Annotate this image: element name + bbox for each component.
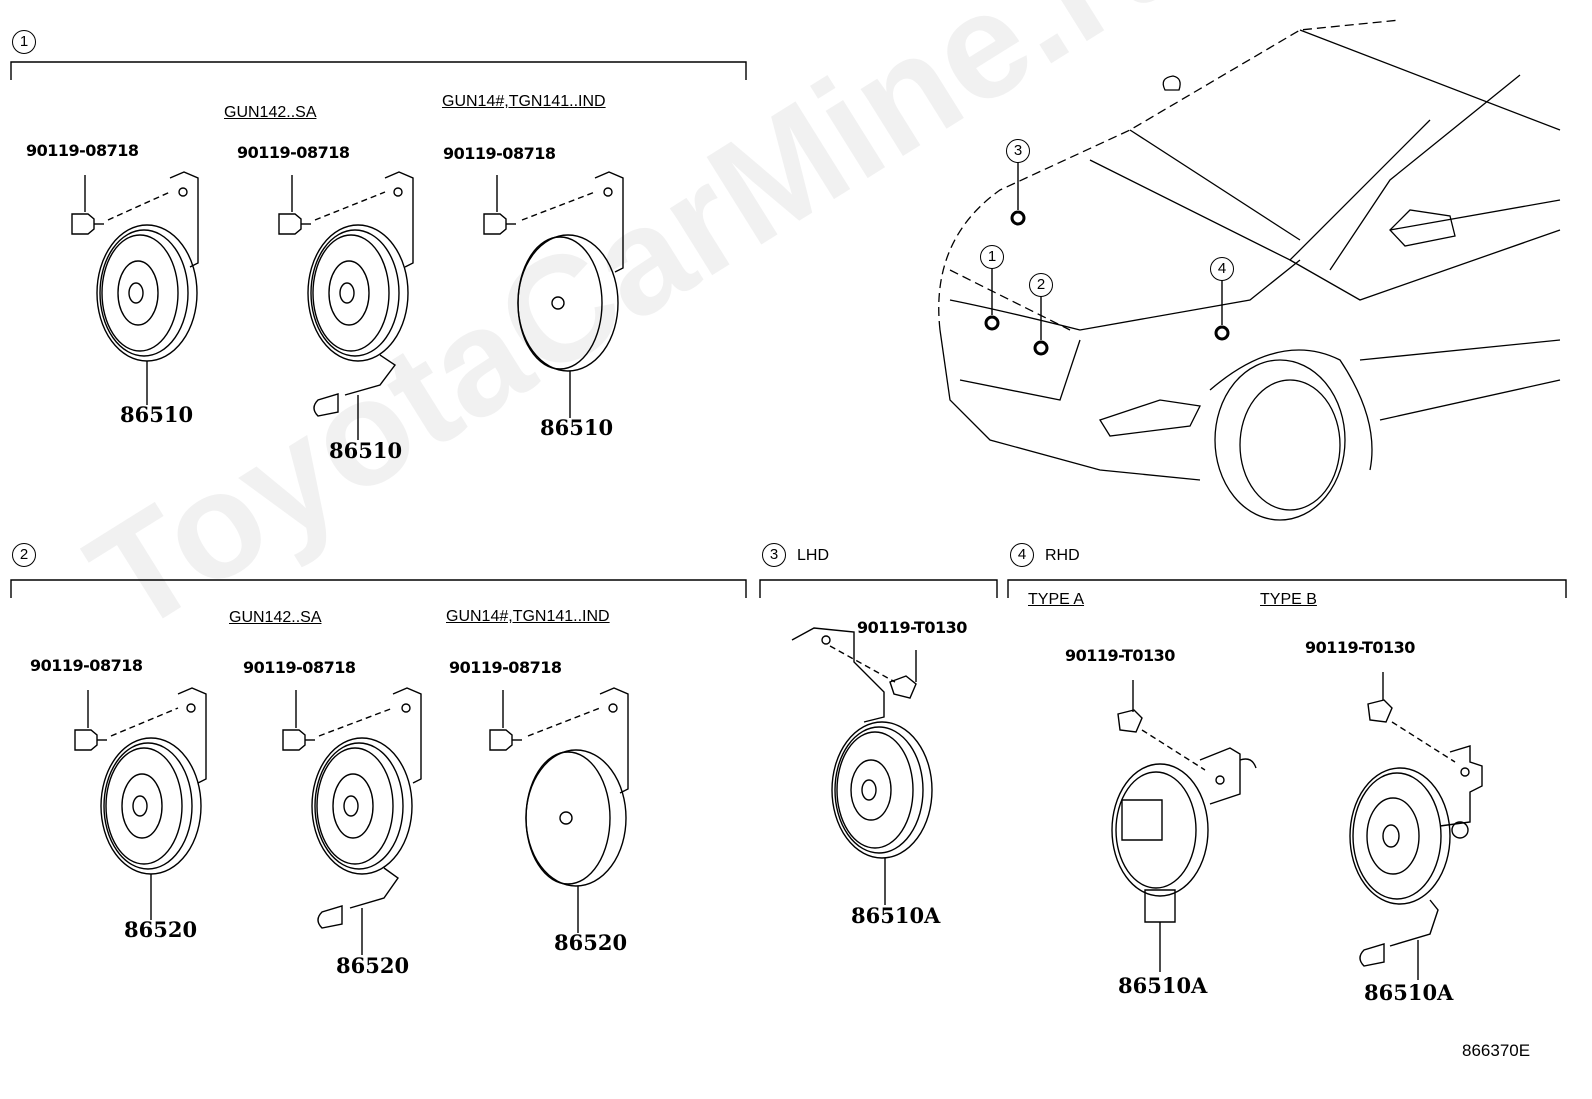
horn-86520-b [282,687,422,955]
section-3-bracket [759,579,998,598]
s4-type-b: TYPE B [1260,591,1317,608]
car-callouts [984,162,1230,356]
s4-part-b: 86510A [1364,980,1454,1005]
s1-variant-a: GUN142..SA [224,104,317,121]
car-callout-1: 1 [980,245,1004,269]
s2-bolt-3: 90119-08718 [449,658,562,677]
s2-part-2: 86520 [336,953,410,978]
s1-part-3: 86510 [540,415,614,440]
s2-part-3: 86520 [554,930,628,955]
section-3-marker: 3 [762,543,786,567]
s3-part: 86510A [851,903,941,928]
s1-bolt-3: 90119-08718 [443,144,556,163]
s4-bolt-b: 90119-T0130 [1305,638,1415,657]
s2-bolt-2: 90119-08718 [243,658,356,677]
s2-variant-b: GUN14#,TGN141..IND [446,608,610,625]
horn-86510A-type-a [1111,680,1257,972]
s4-type-a: TYPE A [1028,591,1085,608]
horn-86520-c [489,687,629,933]
s1-part-2: 86510 [329,438,403,463]
section-3-label: LHD [797,547,830,564]
section-4-label: RHD [1045,547,1080,564]
horn-86510A-type-b [1349,672,1483,980]
horn-86510-a [71,171,199,405]
horn-86510-b [278,171,414,440]
s3-bolt: 90119-T0130 [857,618,967,637]
horn-86520-a [74,687,207,920]
car-callout-3: 3 [1006,139,1030,163]
section-1-bracket [10,61,747,80]
s2-bolt-1: 90119-08718 [30,656,143,675]
horn-86510A-lhd [791,627,933,905]
figure-code: 866370E [1462,1041,1531,1060]
s1-part-1: 86510 [120,402,194,427]
s2-variant-a: GUN142..SA [229,609,322,626]
car-callout-4: 4 [1210,257,1234,281]
section-2-marker: 2 [12,543,36,567]
section-4-bracket [1007,579,1567,598]
section-4-marker: 4 [1010,543,1034,567]
horn-86510-c [483,171,624,418]
section-1-marker: 1 [12,30,36,54]
section-2-bracket [10,579,747,598]
s1-variant-b: GUN14#,TGN141..IND [442,93,606,110]
s1-bolt-1: 90119-08718 [26,141,139,160]
s4-part-a: 86510A [1118,973,1208,998]
s4-bolt-a: 90119-T0130 [1065,646,1175,665]
car-outline [938,19,1561,521]
s2-part-1: 86520 [124,917,198,942]
s1-bolt-2: 90119-08718 [237,143,350,162]
car-callout-2: 2 [1029,273,1053,297]
